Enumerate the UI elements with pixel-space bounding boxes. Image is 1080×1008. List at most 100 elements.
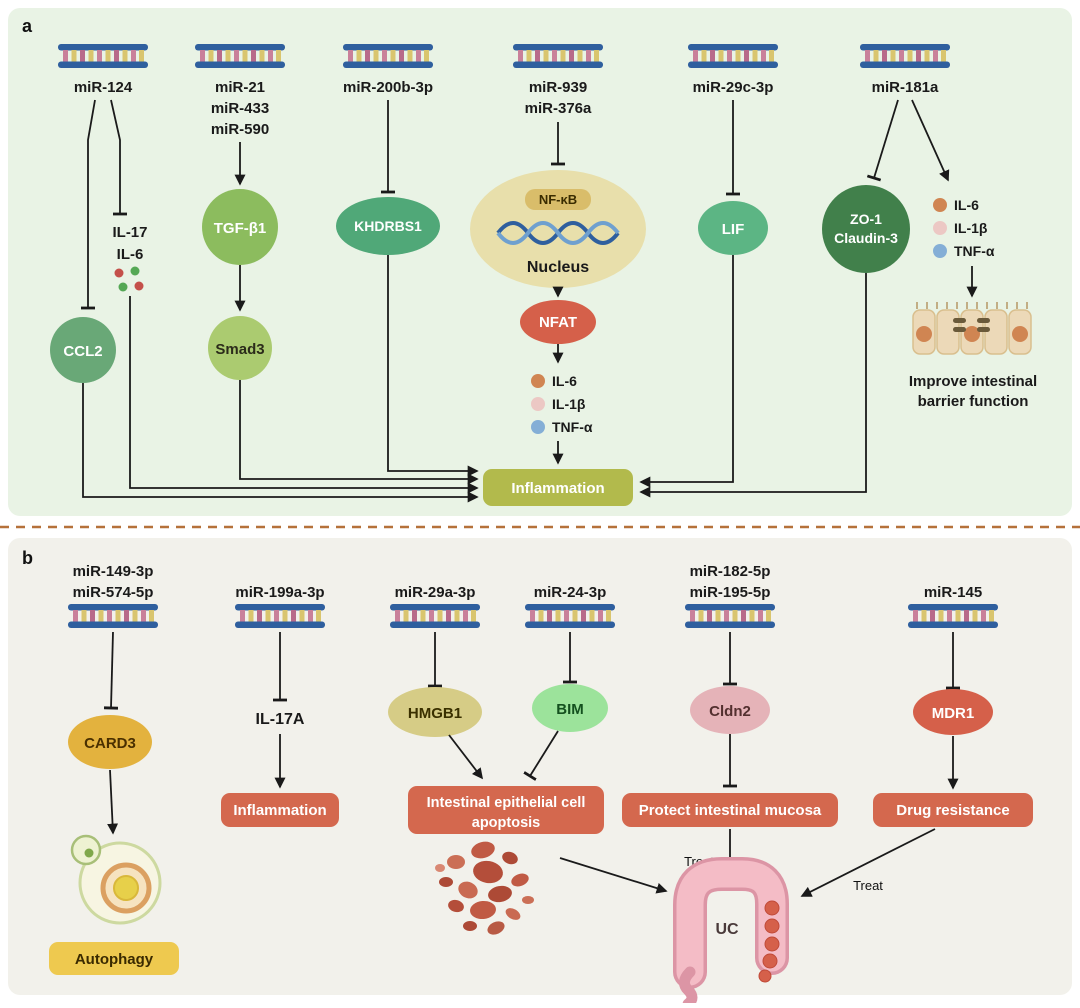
nfat-il1b-label: IL-1β (552, 396, 586, 412)
mir-195-5p-label: miR-195-5p (690, 584, 771, 601)
tnfa-dot-icon (531, 420, 545, 434)
line-lif-inflammation (639, 255, 734, 488)
mir-145-label: miR-145 (924, 584, 982, 601)
drug-resistance-box (873, 793, 1033, 827)
tgfb1-node (202, 189, 278, 265)
nfkb-label: NF-κB (539, 192, 577, 207)
autophagy-box (49, 942, 179, 975)
nfat-label: NFAT (539, 314, 577, 331)
nfat-node (520, 300, 596, 344)
nfkb-badge (525, 189, 591, 210)
il6-dot-icon (933, 198, 947, 212)
claudin3-label: Claudin-3 (834, 230, 898, 246)
mir-574-5p-label: miR-574-5p (73, 584, 154, 601)
apoptosis-label-line1: Intestinal epithelial cell (427, 795, 586, 811)
card3-label: CARD3 (84, 735, 136, 752)
mir-149-3p-label: miR-149-3p (73, 563, 154, 580)
line-ccl2-inflammation (82, 383, 479, 503)
bim-label: BIM (556, 701, 584, 718)
mdr1-label: MDR1 (932, 705, 975, 722)
intestinal-barrier-icon (912, 302, 1032, 355)
mir-200b-3p-label: miR-200b-3p (343, 79, 433, 96)
cytokine-dots-icon (114, 266, 144, 292)
inhibit-line-mir124-ccl2 (81, 99, 96, 310)
mir-181a-label: miR-181a (872, 79, 939, 96)
inhibit-line-mir181a-zo1 (866, 99, 899, 182)
colon-icon (673, 857, 789, 1008)
barrier-caption-line1: Improve intestinal (909, 373, 1037, 390)
ccl2-node (50, 317, 116, 383)
il1b-dot-icon (933, 221, 947, 235)
inflammation-a-box (483, 469, 633, 506)
barrier-caption-line2: barrier function (918, 393, 1029, 410)
cldn2-node (690, 686, 770, 734)
mir-29c-3p-label: miR-29c-3p (693, 79, 774, 96)
panel-b-label: b (22, 548, 33, 568)
autophagy-label: Autophagy (75, 951, 154, 968)
il-6-label: IL-6 (117, 246, 144, 263)
protect-mucosa-label: Protect intestinal mucosa (639, 802, 822, 819)
il-17-label: IL-17 (112, 224, 147, 241)
lif-label: LIF (722, 221, 745, 238)
mir-29a-3p-label: miR-29a-3p (395, 584, 476, 601)
barrier-tnfa-label: TNF-α (954, 243, 995, 259)
inflammation-b-box (221, 793, 339, 827)
nfat-tnfa-label: TNF-α (552, 419, 593, 435)
arrow-mir181a-cytokines (911, 99, 950, 182)
drug-resistance-label: Drug resistance (896, 802, 1009, 819)
nucleus-label: Nucleus (527, 259, 589, 276)
hmgb1-label: HMGB1 (408, 705, 462, 722)
nucleus-node (470, 170, 646, 288)
treat-right-label: Treat (853, 878, 883, 893)
barrier-il6-label: IL-6 (954, 197, 979, 213)
smad3-node (208, 316, 272, 380)
inflammation-b-label: Inflammation (233, 802, 326, 819)
apoptotic-cells-icon (435, 841, 534, 935)
mir-939-label: miR-939 (529, 79, 587, 96)
apoptosis-box (408, 786, 604, 834)
il17a-label: IL-17A (256, 711, 305, 728)
barrier-il1b-label: IL-1β (954, 220, 988, 236)
nfat-cytokine-list: IL-6 IL-1β TNF-α (531, 373, 593, 435)
line-smad3-inflammation (239, 380, 479, 485)
line-khdrbs1-inflammation (387, 255, 479, 477)
arrow-card3-autophagy (107, 769, 119, 835)
line-cytokines-inflammation (129, 296, 479, 494)
inhibit-line-bim-apoptosis (523, 730, 559, 781)
ccl2-label: CCL2 (63, 343, 102, 360)
khdrbs1-node (336, 197, 440, 255)
smad3-label: Smad3 (215, 341, 264, 358)
mir-590-label: miR-590 (211, 121, 269, 138)
autophagy-cell-icon (70, 834, 162, 925)
mir-24-3p-label: miR-24-3p (534, 584, 607, 601)
mir-124-label: miR-124 (74, 79, 133, 96)
mir-199a-3p-label: miR-199a-3p (235, 584, 324, 601)
mdr1-node (913, 689, 993, 735)
khdrbs1-label: KHDRBS1 (354, 218, 422, 234)
barrier-cytokine-list: IL-6 IL-1β TNF-α (933, 197, 995, 259)
protect-mucosa-box (622, 793, 838, 827)
hmgb1-node (388, 687, 482, 737)
cldn2-label: Cldn2 (709, 703, 751, 720)
zo1-claudin3-node (822, 185, 910, 273)
inflammation-a-label: Inflammation (511, 480, 604, 497)
inhibit-line-mir149-card3 (103, 631, 119, 710)
apoptosis-label-line2: apoptosis (472, 815, 540, 831)
panel-a-label: a (22, 16, 33, 36)
tnfa-dot-icon (933, 244, 947, 258)
il6-dot-icon (531, 374, 545, 388)
mir-182-5p-label: miR-182-5p (690, 563, 771, 580)
lif-node (698, 201, 768, 255)
nfat-il6-label: IL-6 (552, 373, 577, 389)
line-zo1-inflammation (639, 273, 867, 498)
mir-376a-label: miR-376a (525, 100, 592, 117)
il1b-dot-icon (531, 397, 545, 411)
inhibit-line-mir124-il17 (110, 99, 127, 216)
panel-b-background (8, 538, 1072, 995)
mir-21-label: miR-21 (215, 79, 265, 96)
arrow-hmgb1-apoptosis (448, 734, 484, 780)
arrow-apoptosis-uc (559, 857, 668, 894)
zo1-label: ZO-1 (850, 211, 882, 227)
arrow-drug-uc (800, 828, 936, 897)
